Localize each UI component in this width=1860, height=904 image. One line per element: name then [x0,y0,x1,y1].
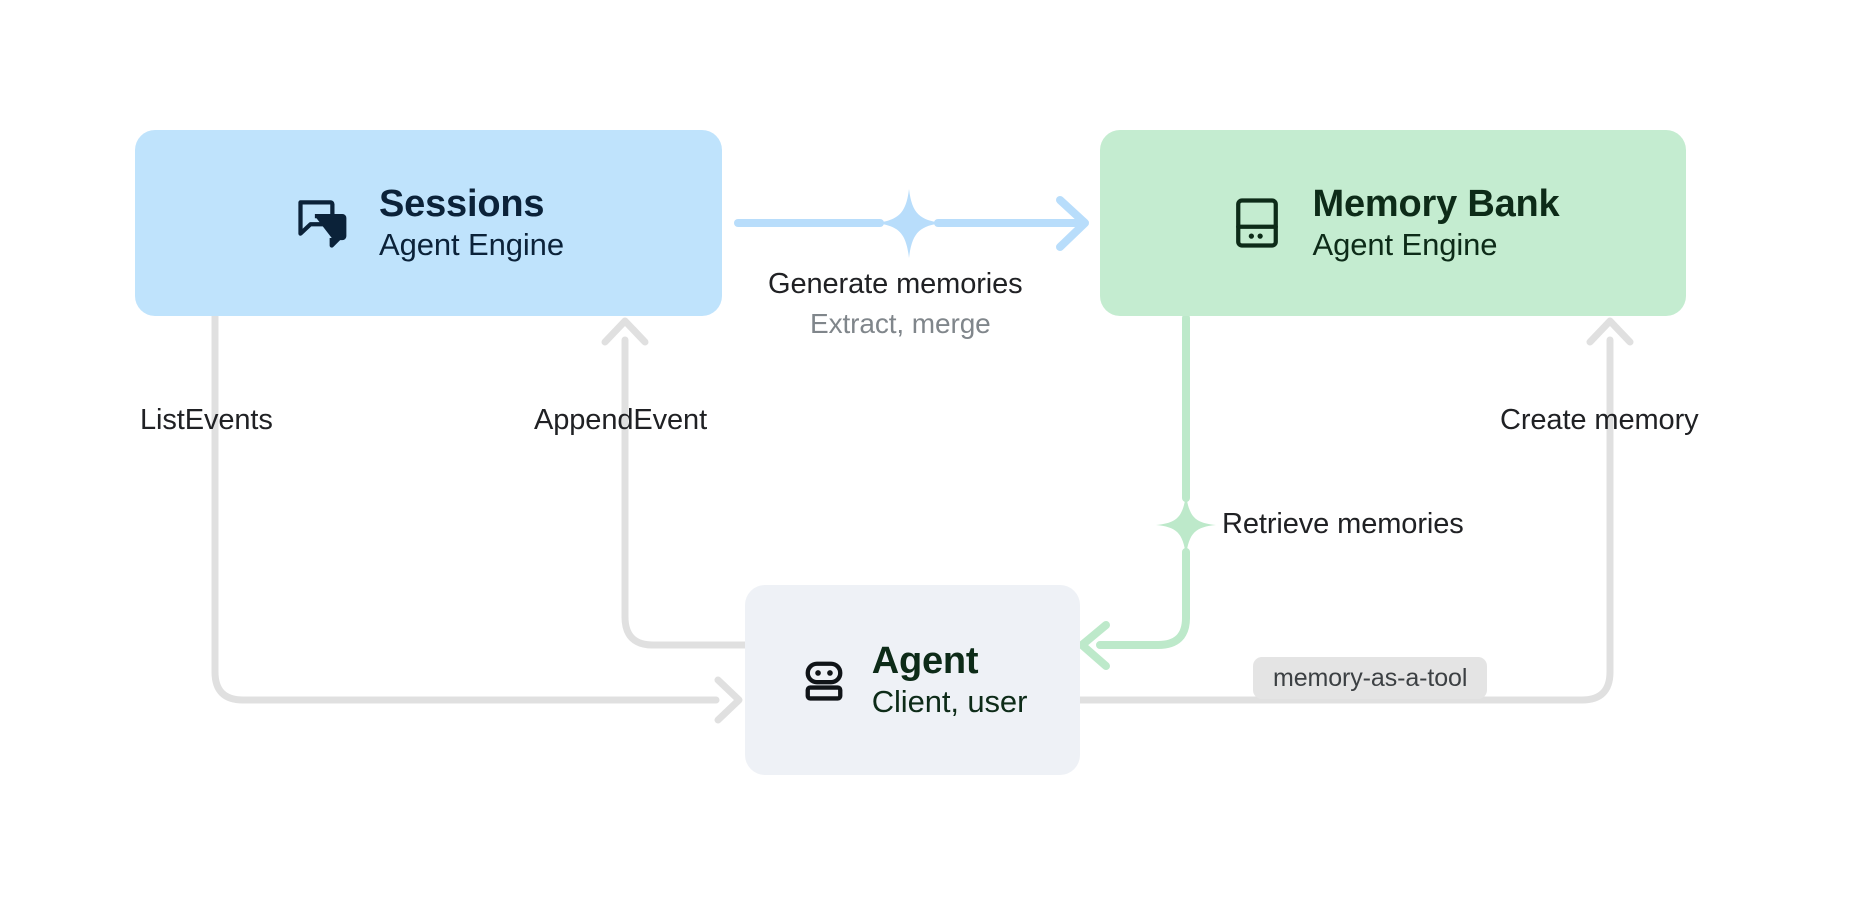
node-memory-bank-title: Memory Bank [1312,183,1560,226]
edge-append-event-path [621,336,749,649]
edge-generate-memories-arrowhead [1056,196,1089,251]
edge-retrieve-memories-arrowhead [1078,621,1110,670]
edge-retrieve-memories-path-lower [1096,548,1190,649]
node-memory-bank[interactable]: Memory Bank Agent Engine [1100,130,1686,316]
edge-append-event [601,317,749,649]
edge-sublabel-generate-memories: Extract, merge [810,308,991,339]
edge-label-retrieve-memories: Retrieve memories [1222,508,1464,540]
sparkle-icon-retrieve [1156,494,1216,556]
edge-list-events [211,312,743,724]
edge-generate-memories [734,189,1089,258]
node-sessions-title: Sessions [379,183,545,226]
edge-label-list-events: ListEvents [140,404,273,436]
edge-list-events-arrowhead [714,676,743,724]
database-drive-icon [1227,193,1287,253]
sparkle-icon-generate [876,189,942,258]
node-sessions[interactable]: Sessions Agent Engine [135,130,722,316]
edge-create-memory-arrowhead [1586,317,1634,346]
edge-create-memory [1076,317,1634,704]
edge-retrieve-memories [1078,314,1216,670]
chip-memory-as-a-tool: memory-as-a-tool [1253,657,1488,699]
edge-create-memory-path [1076,336,1614,704]
robot-icon [798,654,850,706]
node-agent[interactable]: Agent Client, user [745,585,1080,775]
edge-label-append-event: AppendEvent [534,404,708,436]
chat-bubbles-icon [293,193,353,253]
edge-label-generate-memories: Generate memories [768,268,1023,300]
node-memory-bank-subtitle: Agent Engine [1312,226,1498,262]
node-sessions-subtitle: Agent Engine [379,226,564,262]
edge-append-event-arrowhead [601,317,649,346]
node-agent-subtitle: Client, user [871,683,1028,719]
node-agent-title: Agent [871,640,979,683]
edge-label-create-memory: Create memory [1500,404,1699,436]
edge-list-events-path [211,312,720,704]
